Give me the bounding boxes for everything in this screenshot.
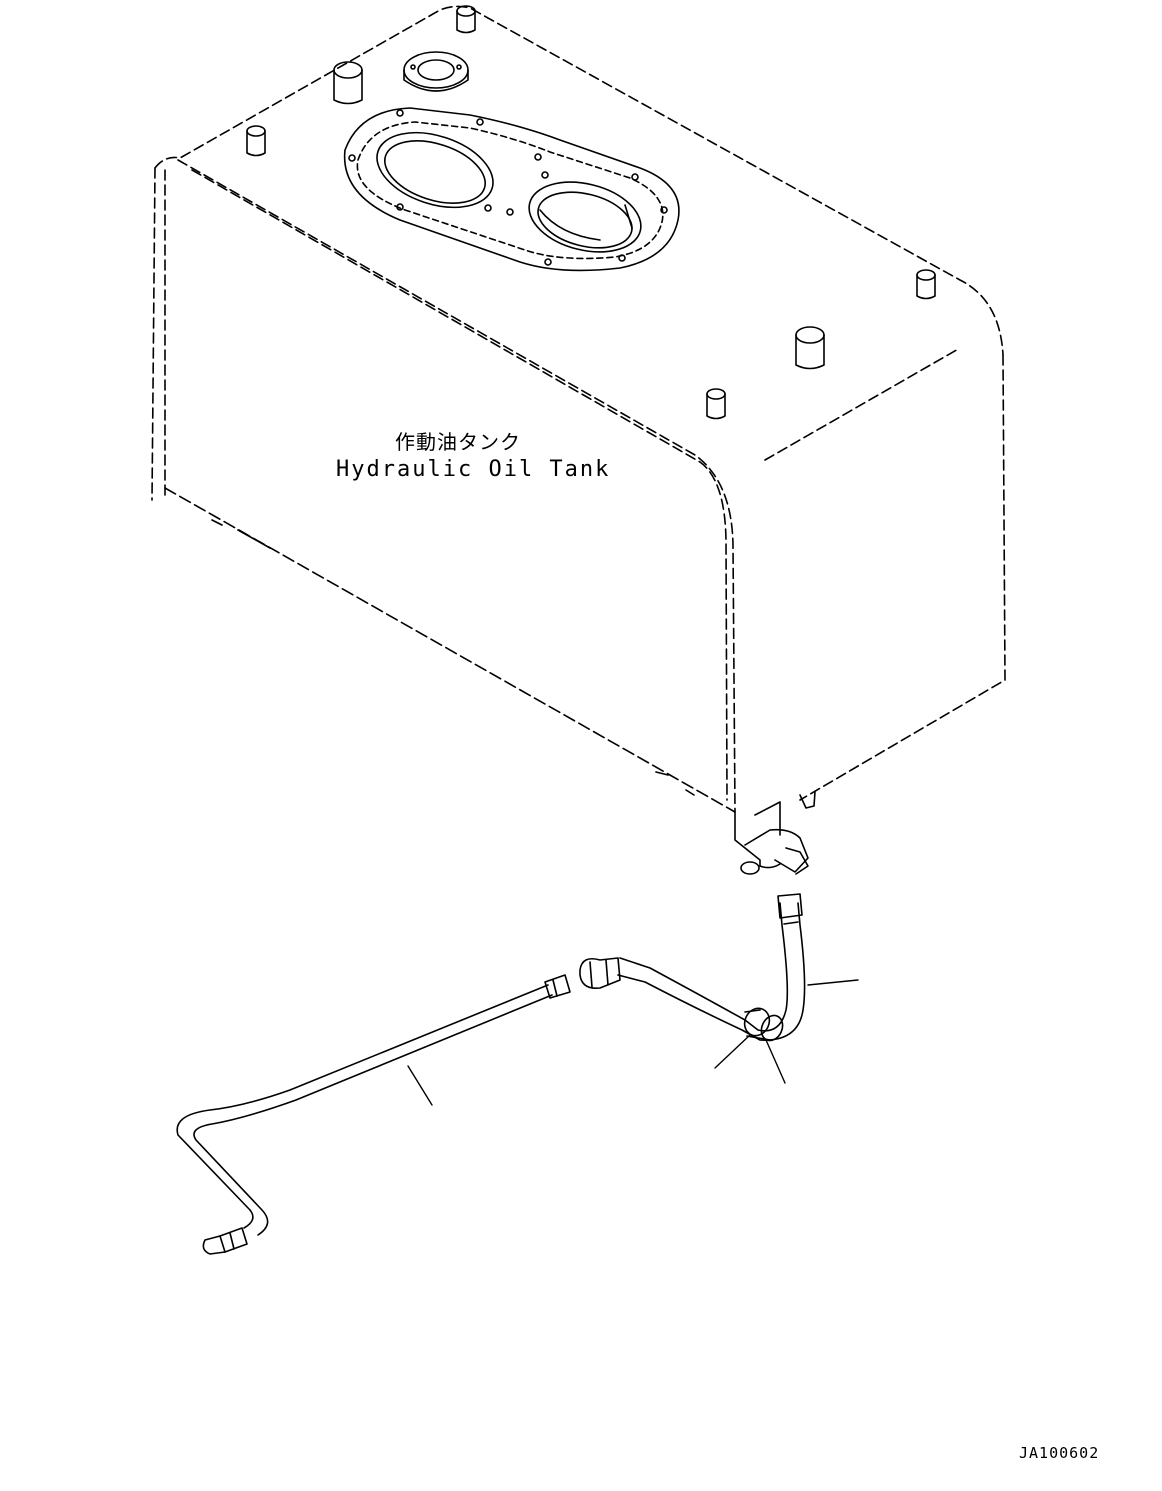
- tank-front-top-edge: [177, 159, 736, 813]
- boss-1: [456, 5, 476, 34]
- tube: [176, 974, 571, 1255]
- leader-clamp-2: [765, 1039, 786, 1084]
- boss-2: [333, 61, 363, 105]
- boss-3: [246, 125, 266, 157]
- tank-top-outline: [154, 5, 1004, 356]
- hose: [579, 893, 806, 1041]
- boss-6: [706, 388, 726, 420]
- tank-left-edge: [151, 167, 156, 501]
- tank-right-top-edge: [764, 347, 961, 461]
- tank-label-english: Hydraulic Oil Tank: [336, 457, 611, 482]
- filler-neck: [403, 51, 469, 92]
- leader-lines: [407, 979, 859, 1106]
- tank-label-japanese: 作動油タンク: [395, 430, 521, 454]
- tank-inner-edge-2: [191, 169, 728, 801]
- leader-hose: [807, 979, 859, 986]
- tank-right-edge: [799, 354, 1006, 801]
- hydraulic-oil-tank: [151, 5, 1006, 875]
- tank-underside-detail: [211, 519, 695, 796]
- leader-clamp-1: [714, 1034, 751, 1069]
- boss-4: [916, 269, 936, 300]
- leader-tube: [407, 1065, 433, 1106]
- flange-plate: [343, 107, 680, 272]
- drawing-number: JA100602: [1019, 1444, 1100, 1462]
- boss-5: [795, 326, 825, 370]
- outlet-port: [734, 791, 816, 875]
